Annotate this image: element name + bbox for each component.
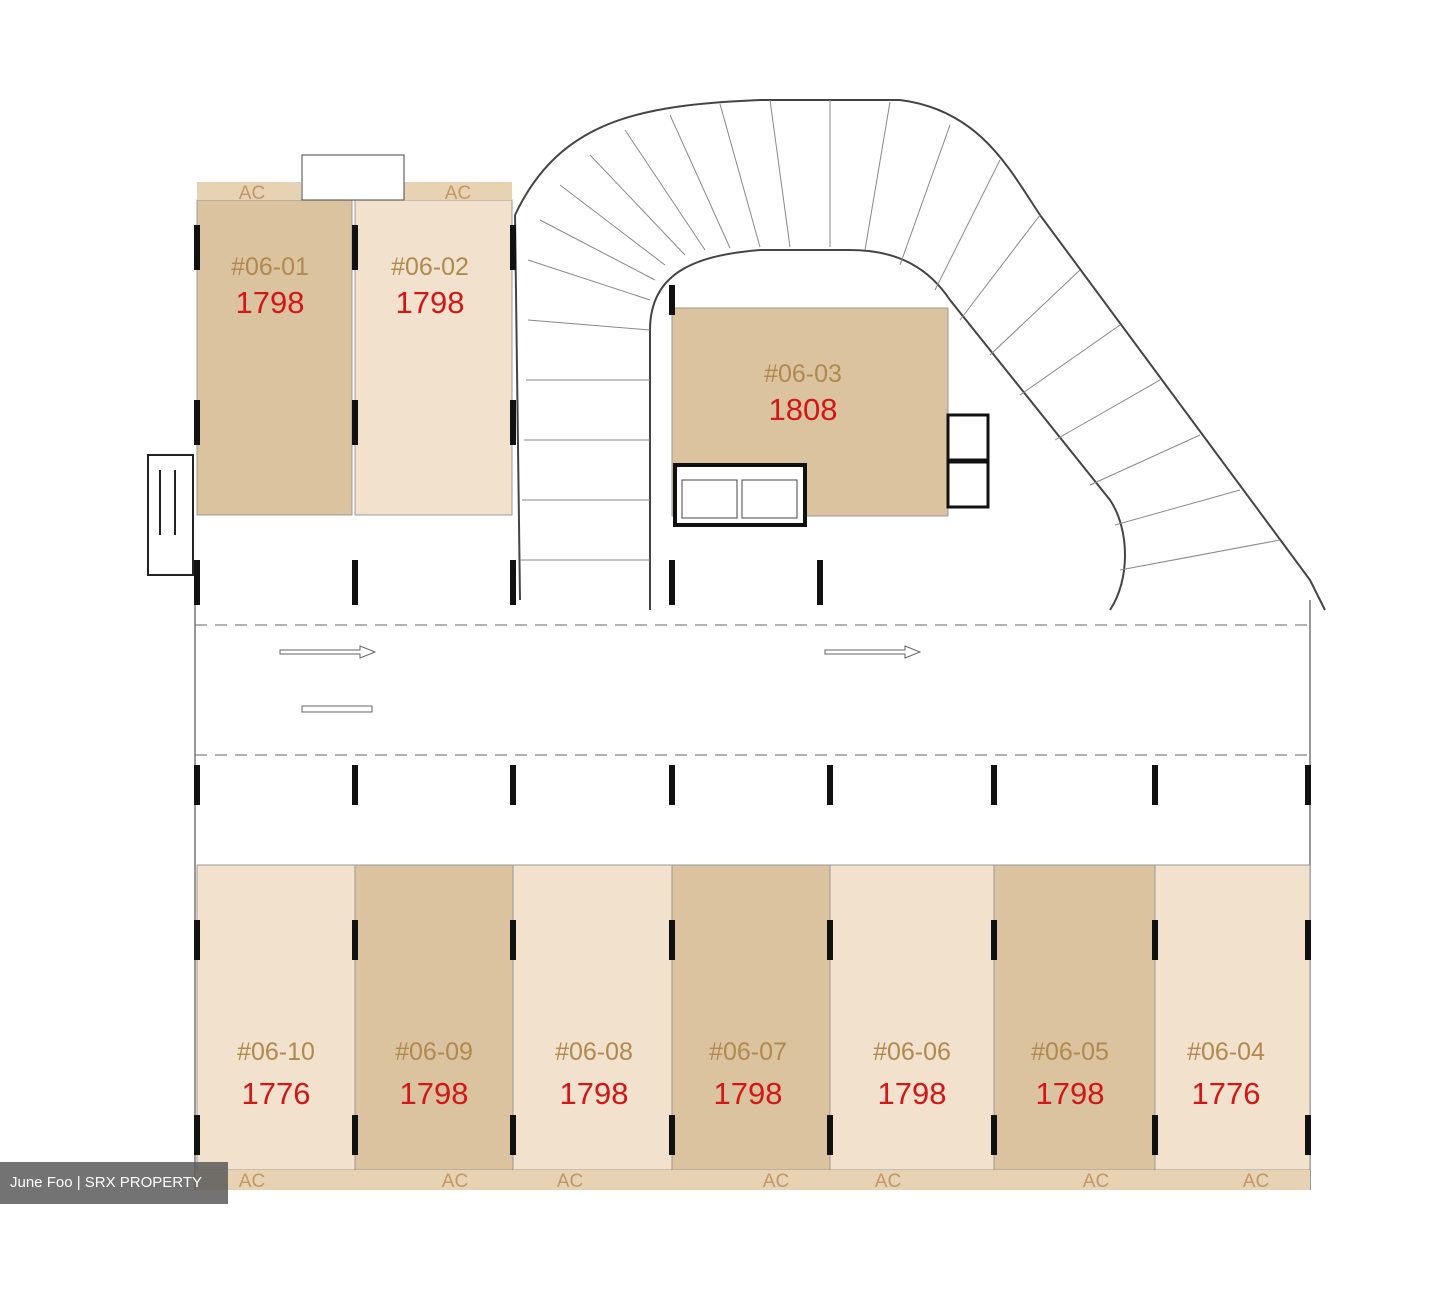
- ac-labels: AC AC AC AC AC AC AC AC AC: [239, 183, 1269, 1192]
- unit-number-label: #06-05: [1031, 1038, 1109, 1066]
- column-wall: [352, 400, 358, 445]
- ac-strip-bottom: [672, 1170, 830, 1190]
- column-wall: [827, 765, 833, 805]
- ac-label: AC: [557, 1171, 583, 1192]
- column-wall: [510, 1115, 516, 1155]
- column-wall: [827, 920, 833, 960]
- column-wall: [510, 400, 516, 445]
- unit-area-label: 1798: [560, 1076, 629, 1111]
- column-wall: [194, 920, 200, 960]
- unit-area-label: 1798: [878, 1076, 947, 1111]
- lift-core: [673, 463, 807, 527]
- lift-1: [681, 479, 738, 519]
- column-wall: [194, 400, 200, 445]
- column-wall: [827, 1115, 833, 1155]
- column-wall: [194, 560, 200, 605]
- unit-area-label: 1798: [400, 1076, 469, 1111]
- ac-strip-bottom: [830, 1170, 994, 1190]
- column-wall: [194, 1115, 200, 1155]
- lift-3: [946, 413, 990, 462]
- car-ramp: [514, 99, 1326, 611]
- ac-label: AC: [1083, 1171, 1109, 1192]
- column-wall: [352, 920, 358, 960]
- unit-number-label: #06-08: [555, 1038, 633, 1066]
- unit-06-10-floor: [196, 864, 356, 1171]
- lower-units: [196, 864, 1311, 1190]
- column-wall: [669, 765, 675, 805]
- ac-label: AC: [239, 1171, 265, 1192]
- ac-label: AC: [1243, 1171, 1269, 1192]
- unit-labels: #06-01 1798 #06-02 1798 #06-03 1808 #06-04 1776…: [231, 253, 1265, 1111]
- ac-label: AC: [875, 1171, 901, 1192]
- unit-number-label: #06-06: [873, 1038, 951, 1066]
- unit-area-label: 1776: [1192, 1076, 1261, 1111]
- column-wall: [194, 225, 200, 270]
- column-wall: [669, 560, 675, 605]
- unit-area-label: 1798: [236, 285, 305, 320]
- column-wall: [1152, 765, 1158, 805]
- column-wall: [991, 765, 997, 805]
- unit-06-09-floor: [354, 864, 514, 1171]
- column-wall: [1305, 1115, 1311, 1155]
- ac-strip-bottom: [355, 1170, 513, 1190]
- unit-06-02-floor: [354, 199, 513, 516]
- ramp-lines: [520, 99, 1281, 571]
- watermark: June Foo | SRX PROPERTY: [0, 1162, 228, 1204]
- unit-number-label: #06-02: [391, 253, 469, 281]
- unit-area-label: 1776: [242, 1076, 311, 1111]
- ac-label: AC: [442, 1171, 468, 1192]
- column-wall: [991, 1115, 997, 1155]
- column-wall: [1305, 765, 1311, 805]
- unit-06-04-floor: [1154, 864, 1311, 1171]
- ac-strip-bottom: [197, 1170, 355, 1190]
- column-wall: [352, 225, 358, 270]
- unit-06-06-floor: [829, 864, 995, 1171]
- column-wall: [352, 765, 358, 805]
- column-walls: [194, 225, 1311, 1155]
- column-wall: [669, 1115, 675, 1155]
- ac-strip-top-right: [404, 182, 512, 200]
- column-wall: [510, 920, 516, 960]
- unit-number-label: #06-10: [237, 1038, 315, 1066]
- column-wall: [669, 920, 675, 960]
- column-wall: [510, 765, 516, 805]
- ac-strip-bottom: [994, 1170, 1155, 1190]
- unit-number-label: #06-09: [395, 1038, 473, 1066]
- ac-label: AC: [763, 1171, 789, 1192]
- column-wall: [1152, 1115, 1158, 1155]
- ac-label: AC: [239, 183, 265, 204]
- column-wall: [1152, 920, 1158, 960]
- staircase-left: [147, 454, 194, 576]
- unit-number-label: #06-07: [709, 1038, 787, 1066]
- unit-06-08-floor: [512, 864, 673, 1171]
- unit-area-label: 1798: [714, 1076, 783, 1111]
- unit-number-label: #06-04: [1187, 1038, 1265, 1066]
- unit-number-label: #06-03: [764, 360, 842, 388]
- column-wall: [669, 285, 675, 315]
- column-wall: [991, 920, 997, 960]
- column-wall: [194, 765, 200, 805]
- upper-units: [196, 154, 990, 527]
- column-wall: [817, 560, 823, 605]
- unit-area-label: 1808: [769, 392, 838, 427]
- column-wall: [352, 560, 358, 605]
- unit-number-label: #06-01: [231, 253, 309, 281]
- column-wall: [352, 1115, 358, 1155]
- stair-block-top: [301, 154, 405, 201]
- column-wall: [510, 225, 516, 270]
- ac-strip-bottom: [513, 1170, 672, 1190]
- ac-label: AC: [445, 183, 471, 204]
- ac-strip-bottom: [1155, 1170, 1310, 1190]
- unit-area-label: 1798: [396, 285, 465, 320]
- lift-2: [741, 479, 798, 519]
- lift-4: [946, 460, 990, 509]
- ac-strip-top-left: [197, 182, 301, 200]
- unit-area-label: 1798: [1036, 1076, 1105, 1111]
- unit-06-01-floor: [196, 199, 353, 516]
- unit-06-07-floor: [671, 864, 831, 1171]
- column-wall: [1305, 920, 1311, 960]
- column-wall: [510, 560, 516, 605]
- unit-06-05-floor: [993, 864, 1156, 1171]
